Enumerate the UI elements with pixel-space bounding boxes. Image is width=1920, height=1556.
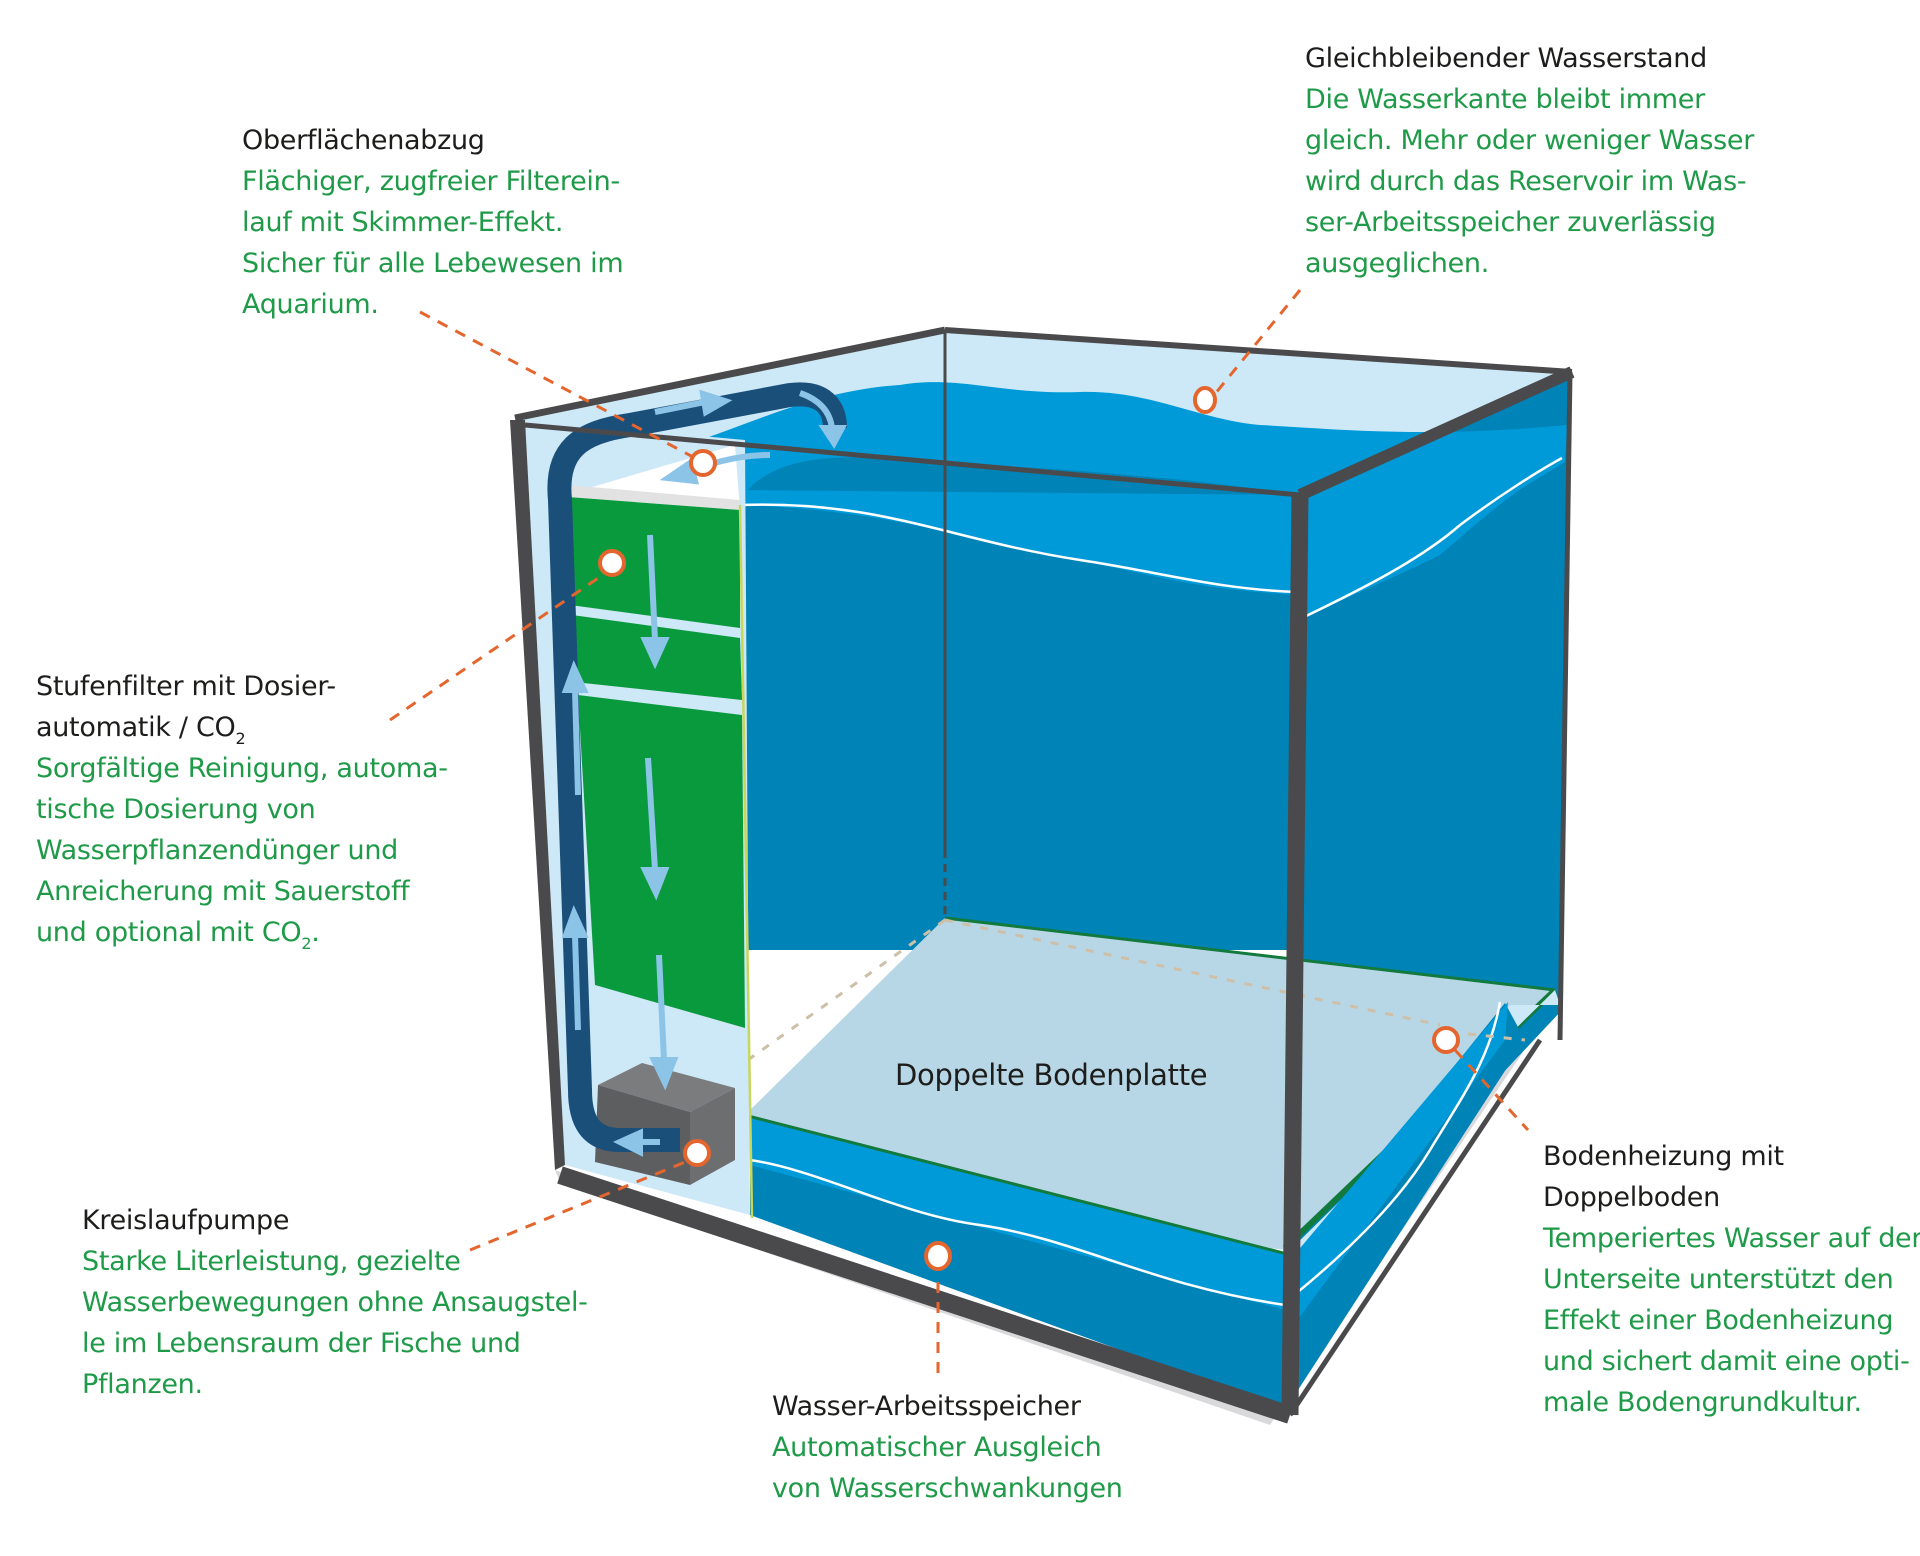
hidden-edge-floor-1 bbox=[944, 918, 1441, 1027]
callout-title: Kreislaufpumpe bbox=[82, 1205, 290, 1236]
floor-edge-back bbox=[944, 916, 1556, 992]
subscript: 2 bbox=[235, 729, 246, 748]
callout-circulation-pump: Kreislaufpumpe Starke Literleistung, gez… bbox=[82, 1200, 588, 1405]
side-water-band bbox=[1300, 425, 1566, 620]
filter-divider bbox=[738, 504, 754, 1219]
callout-title: Oberflächenabzug bbox=[242, 125, 485, 156]
marker-stufenfilter bbox=[598, 549, 626, 577]
callout-desc-line: ausgeglichen. bbox=[1305, 248, 1489, 279]
callout-desc-line-last: und optional mit CO2. bbox=[36, 912, 448, 953]
reservoir-side-line bbox=[1287, 1001, 1502, 1301]
marker-pumpe bbox=[683, 1139, 711, 1167]
back-wall-water bbox=[740, 490, 1290, 950]
callout-desc-line: wird durch das Reservoir im Was- bbox=[1305, 166, 1747, 197]
callout-title: Doppelboden bbox=[1543, 1182, 1720, 1213]
callout-desc-line: Die Wasserkante bleibt immer bbox=[1305, 84, 1705, 115]
callout-desc-line: Starke Literleistung, gezielte bbox=[82, 1246, 461, 1277]
callout-title: Wasser-Arbeitsspeicher bbox=[772, 1391, 1081, 1422]
water-line-side bbox=[1301, 456, 1563, 620]
callout-desc-line: Aquarium. bbox=[242, 289, 379, 320]
callout-desc-line: Sorgfältige Reinigung, automa- bbox=[36, 753, 448, 784]
callout-desc-line: Automatischer Ausgleich bbox=[772, 1432, 1102, 1463]
callout-title: Stufenfilter mit Dosier- bbox=[36, 671, 336, 702]
callout-stage-filter: Stufenfilter mit Dosier- automatik / CO2… bbox=[36, 666, 448, 953]
water-line-front bbox=[739, 503, 1301, 594]
callout-desc-line: Wasserbewegungen ohne Ansaugstel- bbox=[82, 1287, 588, 1318]
floor-plate-label: Doppelte Bodenplatte bbox=[895, 1058, 1208, 1092]
callout-desc-line: Sicher für alle Lebewesen im bbox=[242, 248, 624, 279]
callout-desc-line: gleich. Mehr oder weniger Wasser bbox=[1305, 125, 1755, 156]
callout-title: Bodenheizung mit bbox=[1543, 1141, 1784, 1172]
reservoir-side-water bbox=[1285, 1003, 1525, 1410]
callout-desc-line: und sichert damit eine opti- bbox=[1543, 1346, 1910, 1377]
marker-oberflaeche bbox=[689, 449, 717, 477]
callout-constant-water-level: Gleichbleibender Wasserstand Die Wasserk… bbox=[1305, 38, 1754, 284]
reservoir-water-line bbox=[749, 1158, 1286, 1307]
marker-bodenheizung bbox=[1432, 1026, 1460, 1054]
callout-desc-line: male Bodengrundkultur. bbox=[1543, 1387, 1862, 1418]
marker-speicher bbox=[924, 1241, 952, 1271]
reservoir-side-band bbox=[1290, 1002, 1508, 1330]
callout-desc-line: Anreicherung mit Sauerstoff bbox=[36, 876, 410, 907]
reservoir-front-deep bbox=[750, 1165, 1285, 1410]
callout-title-line2: automatik / CO2 bbox=[36, 707, 448, 748]
callout-leaders bbox=[389, 289, 1530, 1380]
filter-stage-3 bbox=[578, 695, 745, 1028]
callout-desc-line: Flächiger, zugfreier Filterein- bbox=[242, 166, 620, 197]
subscript: 2 bbox=[301, 934, 312, 953]
flow-arrows bbox=[561, 389, 847, 1157]
callout-desc-line: le im Lebensraum der Fische und bbox=[82, 1328, 521, 1359]
callout-desc-line: Temperiertes Wasser auf der bbox=[1543, 1223, 1920, 1254]
callout-desc-line: Unterseite unterstützt den bbox=[1543, 1264, 1894, 1295]
callout-floor-heating: Bodenheizung mit Doppelboden Temperierte… bbox=[1543, 1136, 1920, 1423]
callout-desc-line: Wasserpflanzendünger und bbox=[36, 835, 399, 866]
callout-surface-skimmer: Oberflächenabzug Flächiger, zugfreier Fi… bbox=[242, 120, 624, 325]
callout-desc-line: von Wasserschwankungen bbox=[772, 1473, 1123, 1504]
hidden-edge-floor-3 bbox=[1449, 1030, 1526, 1042]
callout-title: Gleichbleibender Wasserstand bbox=[1305, 43, 1707, 74]
pump-top bbox=[598, 1063, 735, 1112]
callout-markers bbox=[598, 386, 1460, 1271]
filter-rim bbox=[568, 485, 740, 510]
callout-desc-text: und optional mit CO bbox=[36, 917, 302, 948]
callout-desc-line: lauf mit Skimmer-Effekt. bbox=[242, 207, 564, 238]
marker-wasserstand bbox=[1193, 386, 1217, 414]
callout-desc-line: Pflanzen. bbox=[82, 1369, 203, 1400]
callout-desc-line: tische Dosierung von bbox=[36, 794, 316, 825]
callout-desc-line: ser-Arbeitsspeicher zuverlässig bbox=[1305, 207, 1716, 238]
callout-desc-suffix: . bbox=[311, 917, 320, 948]
circulation-pipe bbox=[547, 382, 847, 1152]
callout-title-text: automatik / CO bbox=[36, 712, 236, 743]
callout-desc-line: Effekt einer Bodenheizung bbox=[1543, 1305, 1894, 1336]
callout-water-reservoir: Wasser-Arbeitsspeicher Automatischer Aus… bbox=[772, 1386, 1123, 1509]
